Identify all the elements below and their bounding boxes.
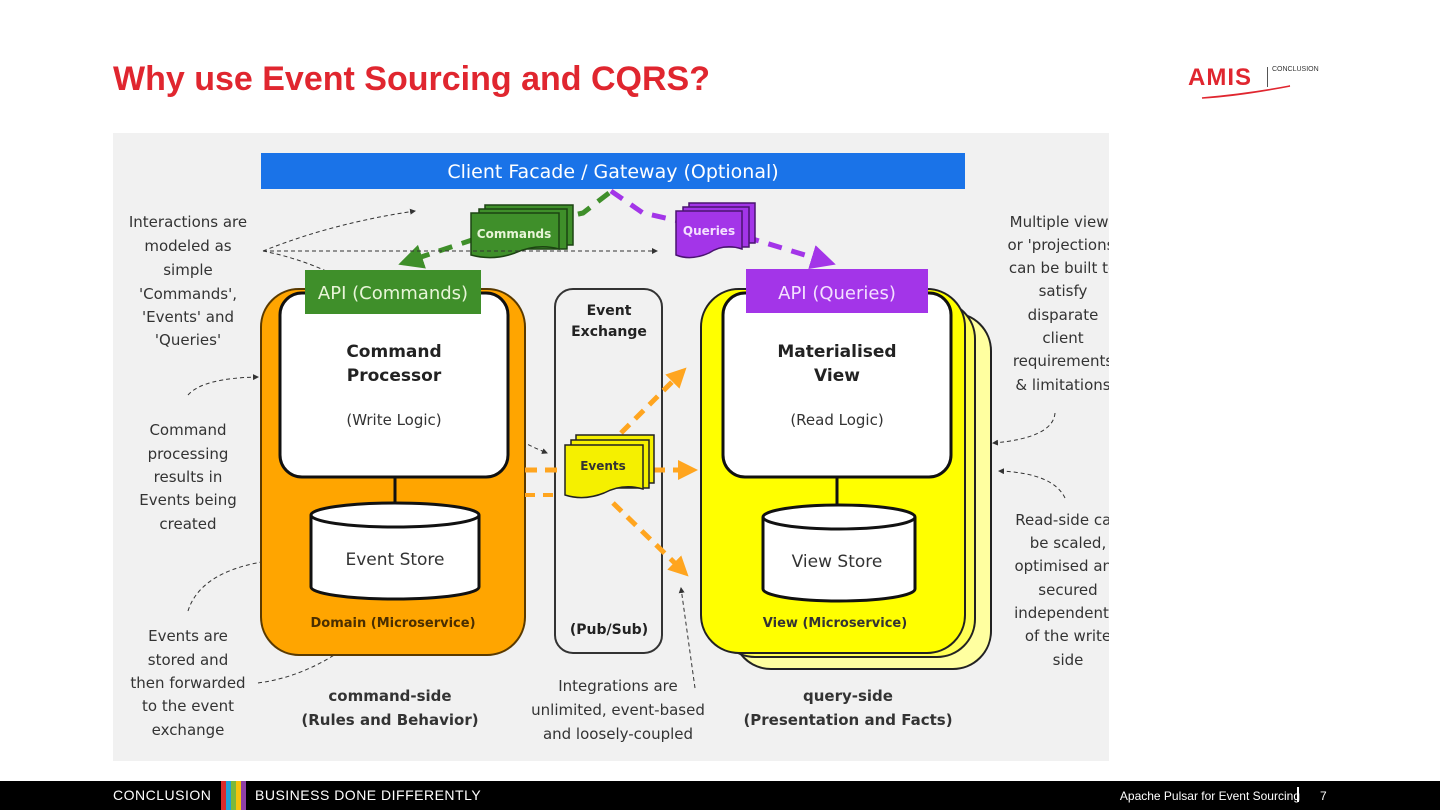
- svg-text:exchange: exchange: [152, 721, 225, 739]
- queries-label: Queries: [683, 224, 735, 238]
- amis-logo: AMIS CONCLUSION: [1188, 62, 1338, 102]
- svg-text:'Events' and: 'Events' and: [142, 308, 234, 326]
- exchange-caption-1: Integrations are: [558, 677, 678, 695]
- svg-text:Multiple views: Multiple views: [1010, 213, 1109, 231]
- event-flow-out-arrow: [619, 367, 687, 435]
- slide-title: Why use Event Sourcing and CQRS?: [113, 60, 710, 98]
- pubsub-label: (Pub/Sub): [570, 622, 648, 638]
- view-microservice-label: View (Microservice): [763, 616, 907, 631]
- note-events-stored: Events are stored and then forwarded to …: [130, 627, 245, 739]
- write-logic-label: (Write Logic): [346, 411, 441, 429]
- domain-microservice-label: Domain (Microservice): [310, 616, 475, 631]
- note-interactions: Interactions are modeled as simple 'Comm…: [129, 213, 247, 349]
- read-logic-label: (Read Logic): [790, 411, 883, 429]
- svg-text:modeled as: modeled as: [144, 237, 231, 255]
- commands-label: Commands: [477, 227, 551, 241]
- event-store-cylinder: [309, 501, 481, 601]
- exchange-caption-3: and loosely-coupled: [543, 725, 693, 743]
- annotation-arrow: [187, 374, 259, 396]
- svg-text:'Commands',: 'Commands',: [139, 285, 237, 303]
- query-side-caption-2: (Presentation and Facts): [743, 711, 952, 729]
- footer-deck-title: Apache Pulsar for Event Sourcing: [1119, 789, 1300, 803]
- event-flow-out-arrow: [611, 501, 689, 577]
- annotation-arrow: [998, 468, 1066, 499]
- svg-text:be scaled,: be scaled,: [1030, 534, 1106, 552]
- note-multiple-views: Multiple views or 'projections' can be b…: [1007, 213, 1109, 394]
- note-read-side-scaling: Read-side can be scaled, optimised and s…: [1014, 511, 1109, 669]
- materialised-view-line2: View: [814, 366, 860, 386]
- exchange-caption-2: unlimited, event-based: [531, 701, 705, 719]
- view-store-cylinder: [761, 503, 917, 603]
- events-message-stack: Events: [564, 434, 655, 499]
- logo-swoosh-icon: [1201, 85, 1291, 99]
- api-queries-box: [746, 269, 928, 313]
- svg-text:& limitations: & limitations: [1015, 376, 1109, 394]
- svg-text:Read-side can: Read-side can: [1015, 511, 1109, 529]
- api-queries-label: API (Queries): [778, 283, 896, 304]
- footer-tagline: BUSINESS DONE DIFFERENTLY: [255, 787, 482, 803]
- footer-divider: [1297, 787, 1299, 802]
- svg-text:client: client: [1042, 329, 1083, 347]
- annotation-arrow: [678, 587, 696, 689]
- svg-text:can be built to: can be built to: [1009, 259, 1109, 277]
- svg-text:to the event: to the event: [142, 697, 234, 715]
- svg-text:optimised and: optimised and: [1014, 557, 1109, 575]
- logo-divider: [1267, 67, 1268, 87]
- api-commands-label: API (Commands): [318, 283, 468, 304]
- gateway-bar: [261, 153, 965, 189]
- logo-brand: AMIS: [1188, 64, 1252, 91]
- events-label: Events: [580, 459, 626, 473]
- svg-text:secured: secured: [1038, 581, 1097, 599]
- svg-text:created: created: [159, 515, 216, 533]
- stripe: [226, 781, 231, 810]
- svg-text:'Queries': 'Queries': [155, 331, 221, 349]
- stripe: [231, 781, 236, 810]
- footer-company: CONCLUSION: [113, 787, 212, 803]
- diagram-canvas: Client Facade / Gateway (Optional) Comma…: [129, 153, 1109, 743]
- svg-text:requirements: requirements: [1013, 352, 1109, 370]
- annotation-arrow: [992, 412, 1056, 446]
- note-command-processing: Command processing results in Events bei…: [139, 421, 237, 533]
- svg-text:or 'projections': or 'projections': [1007, 236, 1109, 254]
- page-number: 7: [1320, 789, 1327, 803]
- command-processor-line1: Command: [346, 342, 441, 362]
- svg-text:simple: simple: [163, 261, 213, 279]
- query-side-caption-1: query-side: [803, 687, 893, 705]
- stripe: [236, 781, 241, 810]
- stripe: [241, 781, 246, 810]
- queries-message-stack: Queries: [675, 202, 756, 259]
- materialised-view-line1: Materialised: [777, 342, 896, 362]
- annotation-arrow: [187, 555, 299, 612]
- commands-message-stack: Commands: [470, 204, 574, 259]
- svg-text:of the write: of the write: [1025, 627, 1109, 645]
- stripe: [221, 781, 226, 810]
- svg-text:independently: independently: [1014, 604, 1109, 622]
- svg-text:Events being: Events being: [139, 491, 237, 509]
- exchange-title-line2: Exchange: [571, 324, 647, 340]
- svg-text:processing: processing: [148, 445, 229, 463]
- footer-color-stripes: [221, 781, 246, 810]
- svg-text:Interactions are: Interactions are: [129, 213, 247, 231]
- svg-text:stored and: stored and: [148, 651, 228, 669]
- command-processor-line2: Processor: [347, 366, 442, 386]
- command-side-caption-1: command-side: [328, 687, 451, 705]
- svg-text:satisfy: satisfy: [1039, 282, 1088, 300]
- event-store-label: Event Store: [345, 550, 444, 570]
- view-store-label: View Store: [792, 552, 883, 572]
- svg-text:Events are: Events are: [148, 627, 228, 645]
- gateway-label: Client Facade / Gateway (Optional): [447, 161, 778, 183]
- annotation-arrow: [262, 208, 416, 252]
- svg-text:then forwarded: then forwarded: [130, 674, 245, 692]
- command-side-caption-2: (Rules and Behavior): [301, 711, 478, 729]
- svg-text:Command: Command: [149, 421, 226, 439]
- api-commands-box: [305, 270, 481, 314]
- svg-text:side: side: [1053, 651, 1084, 669]
- logo-sub: CONCLUSION: [1272, 66, 1319, 73]
- exchange-title-line1: Event: [587, 303, 632, 319]
- slide-footer: CONCLUSION BUSINESS DONE DIFFERENTLY Apa…: [0, 781, 1440, 810]
- svg-text:results in: results in: [154, 468, 223, 486]
- cqrs-diagram: Client Facade / Gateway (Optional) Comma…: [113, 133, 1109, 761]
- svg-text:disparate: disparate: [1028, 306, 1099, 324]
